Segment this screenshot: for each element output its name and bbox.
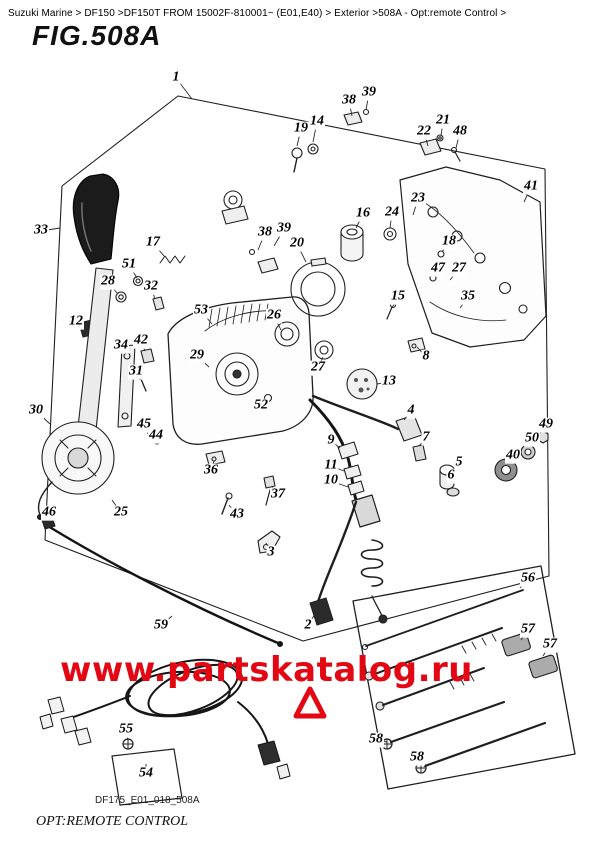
part-callout-25[interactable]: 25 (113, 504, 129, 521)
part-callout-48[interactable]: 48 (452, 123, 468, 140)
part-callout-23[interactable]: 23 (410, 190, 426, 207)
part-callout-27[interactable]: 27 (310, 359, 326, 376)
part-callout-53[interactable]: 53 (193, 302, 209, 319)
footer-caption: OPT:REMOTE CONTROL (36, 814, 189, 829)
part-callout-10[interactable]: 10 (323, 472, 339, 489)
part-callout-14[interactable]: 14 (309, 113, 325, 130)
part-callout-20[interactable]: 20 (289, 235, 305, 252)
part-callout-33[interactable]: 33 (33, 222, 49, 239)
part-callout-51[interactable]: 51 (121, 256, 137, 273)
part-callout-38[interactable]: 38 (257, 224, 273, 241)
part-callout-50[interactable]: 50 (524, 430, 540, 447)
part-callout-42[interactable]: 42 (133, 332, 149, 349)
bracket-36-group (205, 450, 281, 554)
part-callout-16[interactable]: 16 (355, 205, 371, 222)
part-callout-38[interactable]: 38 (341, 92, 357, 109)
frame-outline (44, 95, 550, 642)
part-55-54 (111, 738, 183, 806)
part-callout-8[interactable]: 8 (421, 348, 431, 365)
part-callout-4[interactable]: 4 (406, 402, 416, 419)
part-callout-34[interactable]: 34 (113, 337, 129, 354)
part-callout-15[interactable]: 15 (390, 288, 406, 305)
cable-harness (308, 398, 388, 626)
part-callout-28[interactable]: 28 (100, 273, 116, 290)
part-callout-31[interactable]: 31 (128, 363, 144, 380)
part-callout-12[interactable]: 12 (68, 313, 84, 330)
part-callout-46[interactable]: 46 (41, 504, 57, 521)
part-callout-56[interactable]: 56 (520, 570, 536, 587)
watermark: www.partskatalog.ru (60, 650, 474, 690)
part-callout-35[interactable]: 35 (460, 288, 476, 305)
part-lever-30 (36, 267, 115, 521)
part-callout-39[interactable]: 39 (276, 220, 292, 237)
part-callout-1[interactable]: 1 (171, 69, 181, 86)
figure-label: FIG.508A (32, 20, 162, 51)
part-callout-13[interactable]: 13 (381, 373, 397, 390)
breadcrumb[interactable]: Suzuki Marine > DF150 >DF150T FROM 15002… (8, 8, 507, 19)
part-callout-18[interactable]: 18 (441, 233, 457, 250)
part-callout-7[interactable]: 7 (421, 429, 431, 446)
part-callout-37[interactable]: 37 (270, 486, 286, 503)
part-callout-5[interactable]: 5 (454, 454, 464, 471)
part-callout-54[interactable]: 54 (138, 765, 154, 782)
part-callout-11[interactable]: 11 (323, 457, 339, 474)
part-callout-58[interactable]: 58 (409, 749, 425, 766)
footer-code: DF175_E01_018_508A (95, 795, 200, 806)
rings-20-26-27 (274, 257, 346, 360)
part-callout-26[interactable]: 26 (266, 307, 282, 324)
part-cylinder-16 (340, 214, 418, 320)
part-clamp (221, 190, 279, 274)
part-callout-19[interactable]: 19 (293, 120, 309, 137)
watermark-triangle-icon (293, 686, 327, 719)
part-callout-30[interactable]: 30 (28, 402, 44, 419)
part-callout-32[interactable]: 32 (143, 278, 159, 295)
part-callout-17[interactable]: 17 (145, 234, 161, 251)
part-callout-22[interactable]: 22 (416, 123, 432, 140)
part-callout-52[interactable]: 52 (253, 397, 269, 414)
screw-box (352, 565, 576, 790)
part-callout-36[interactable]: 36 (203, 462, 219, 479)
part-callout-2[interactable]: 2 (303, 617, 313, 634)
part-callout-6[interactable]: 6 (446, 467, 456, 484)
part-callout-24[interactable]: 24 (384, 204, 400, 221)
wiring-harness-54 (39, 658, 291, 780)
part-callout-41[interactable]: 41 (523, 178, 539, 195)
part-callout-57[interactable]: 57 (520, 621, 536, 638)
part-callout-9[interactable]: 9 (326, 432, 336, 449)
part-callout-3[interactable]: 3 (266, 544, 276, 561)
part-callout-27[interactable]: 27 (451, 260, 467, 277)
part-handle-33 (72, 173, 120, 265)
fastener-cluster-left (115, 255, 186, 311)
part-callout-21[interactable]: 21 (435, 112, 451, 129)
part-callout-29[interactable]: 29 (189, 347, 205, 364)
part-callout-47[interactable]: 47 (430, 260, 446, 277)
part-callout-43[interactable]: 43 (229, 506, 245, 523)
part-callout-55[interactable]: 55 (118, 721, 134, 738)
part-callout-57[interactable]: 57 (542, 636, 558, 653)
part-callout-59[interactable]: 59 (153, 617, 169, 634)
part-callout-40[interactable]: 40 (505, 447, 521, 464)
part-callout-39[interactable]: 39 (361, 84, 377, 101)
part-callout-58[interactable]: 58 (368, 731, 384, 748)
part-callout-44[interactable]: 44 (148, 427, 164, 444)
part-callout-49[interactable]: 49 (538, 416, 554, 433)
